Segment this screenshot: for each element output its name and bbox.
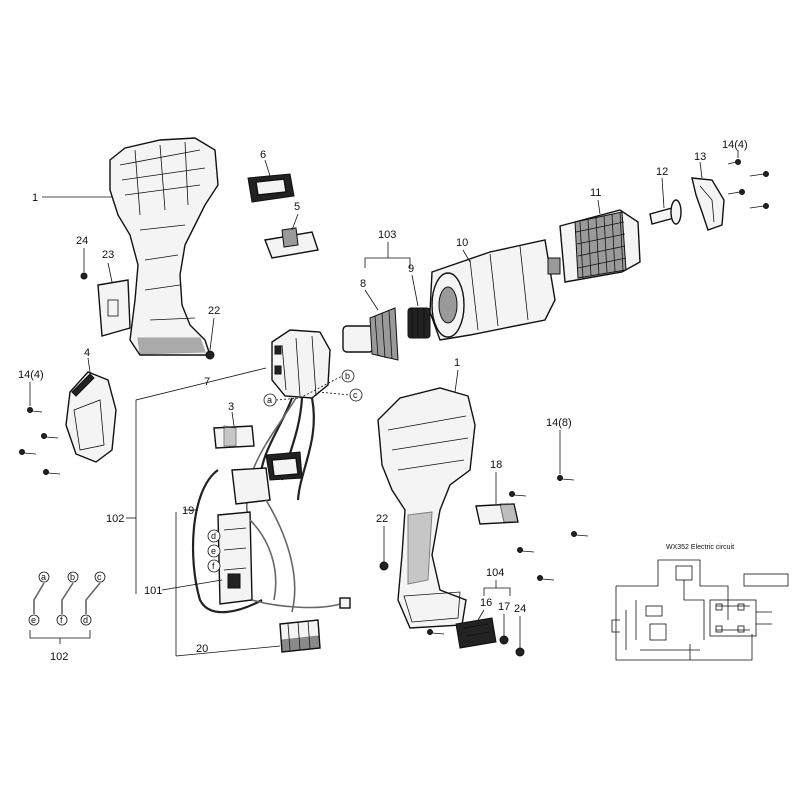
part-23-plate [97,279,131,337]
legend-letter-a: a [41,572,46,582]
label-14-4-top: 14(4) [722,139,748,151]
label-5: 5 [294,201,300,213]
label-102-mid: 102 [106,513,124,525]
wire-letter-d: d [211,531,216,541]
part-24-screw-right [515,647,525,657]
leader-23 [107,262,113,283]
label-24-right: 24 [514,603,526,615]
leader-22-top [209,317,215,351]
leader-13 [699,161,703,179]
leader-6 [264,159,271,177]
leader-10 [462,249,471,263]
label-14-8: 14(8) [546,417,572,429]
legend-letter-d: d [83,615,88,625]
label-18: 18 [490,459,502,471]
label-16: 16 [480,597,492,609]
housing-half-right [377,387,476,629]
label-103: 103 [378,229,396,241]
label-12: 12 [656,166,668,178]
switch-trigger-assembly [231,451,303,505]
leader-7 [135,367,267,594]
label-13: 13 [694,151,706,163]
label-7: 7 [204,376,210,388]
part-5-direction-slider [264,227,319,259]
leader-20 [175,512,281,657]
leader-12 [661,177,665,209]
screws-14-left [19,407,61,475]
circuit-title: WX352 Electric circuit [666,544,734,551]
leader-16 [477,609,485,621]
part-11-chuck [559,209,641,283]
part-18-lock-button [475,503,519,525]
leader-4 [87,357,91,373]
electric-circuit-diagram: WX352 Electric circuit [611,544,789,661]
part-3-insulation [213,425,255,449]
bracket-103 [364,257,411,268]
part-7-stator [271,329,331,399]
label-24-top: 24 [76,235,88,247]
wire-letter-e: e [211,546,216,556]
part-17-spring [499,635,509,645]
part-20-battery-terminal [279,619,321,653]
label-22-right: 22 [376,513,388,525]
wire-legend-102: a b c e f d [28,571,106,644]
part-9-pinion-gear [407,307,431,339]
label-10: 10 [456,237,468,249]
label-19: 19 [182,505,194,517]
part-24-screw-left [80,272,88,280]
label-4: 4 [84,347,90,359]
wire-letter-c: c [353,390,358,400]
leader-1-right [454,369,459,393]
part-22-nut-right [379,561,389,571]
wire-letter-b: b [345,371,350,381]
legend-letter-e: e [31,615,36,625]
label-102-bottom: 102 [50,651,68,663]
label-101: 101 [144,585,162,597]
screws-14-right [427,475,589,635]
label-9: 9 [408,263,414,275]
housing-half-left [109,137,219,356]
leader-101 [161,579,223,591]
label-11: 11 [590,187,601,199]
part-101-pcb [217,511,253,605]
legend-letter-b: b [70,572,75,582]
label-6: 6 [260,149,266,161]
part-13-front-cover [691,177,725,231]
label-104: 104 [486,567,504,579]
label-22-top: 22 [208,305,220,317]
part-6-switch-cover [247,173,295,203]
leader-3 [231,411,235,427]
part-12-chuck-screw [649,199,682,225]
label-20: 20 [196,643,208,655]
label-23: 23 [102,249,114,261]
leader-8 [364,289,379,311]
label-17: 17 [498,601,510,613]
part-8-motor-armature [342,307,399,361]
label-1-top: 1 [32,192,38,204]
screws-14-top-right [727,159,769,209]
wire-letter-f: f [212,561,215,571]
leader-11 [597,199,601,215]
label-1-right: 1 [454,357,460,369]
label-8: 8 [360,278,366,290]
legend-letter-c: c [97,572,102,582]
part-22-nut-top [205,350,215,360]
part-19-harness [191,469,263,614]
leader-5 [291,213,299,231]
leader-9 [411,274,419,307]
part-16-battery-latch [455,617,497,649]
label-14-4-left: 14(4) [18,369,44,381]
part-10-gearbox [429,239,561,341]
legend-letter-f: f [60,615,63,625]
part-4-rear-cover [65,371,117,463]
bracket-104 [483,587,511,596]
label-3: 3 [228,401,234,413]
wire-letter-a: a [267,395,272,405]
